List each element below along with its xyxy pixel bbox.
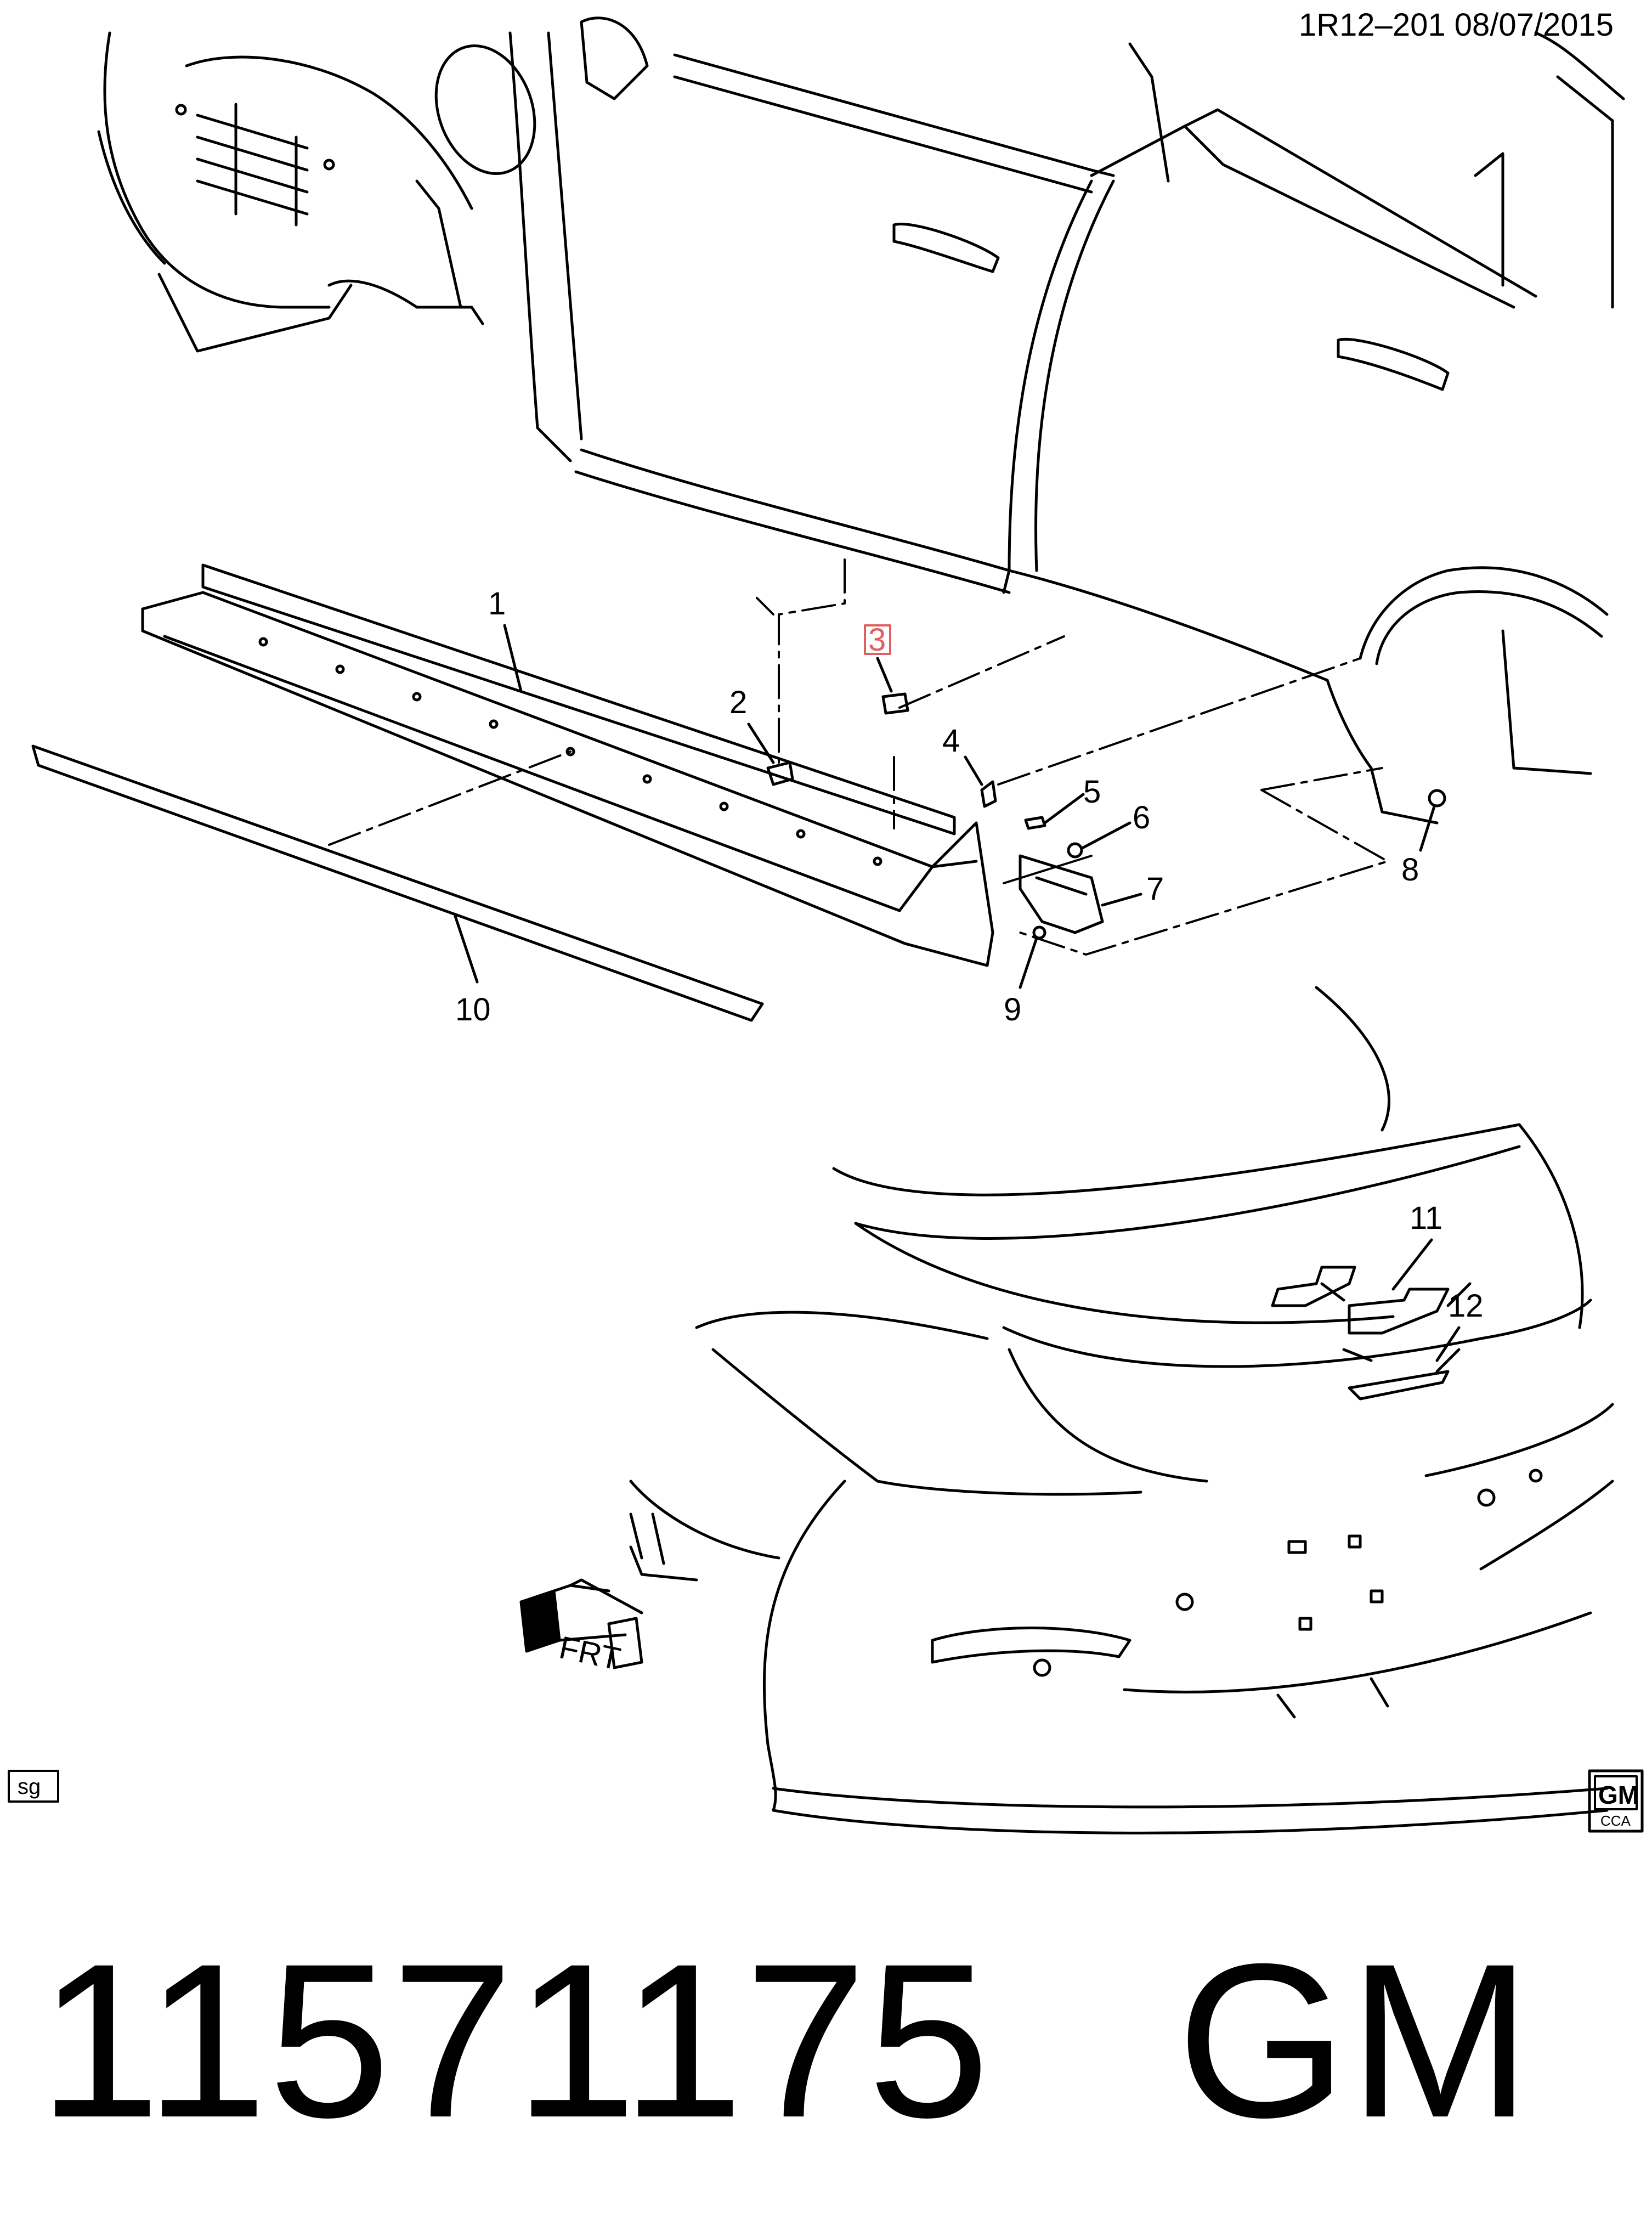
diagram-reference-date: 1R12–201 08/07/2015 (1298, 7, 1614, 43)
fasteners-and-bracket (766, 692, 1446, 940)
side-doors (434, 16, 1625, 682)
callout-7: 7 (1146, 871, 1164, 907)
gm-logo-sub: CCA (1600, 1813, 1631, 1829)
callout-10: 10 (455, 992, 491, 1028)
callout-3-highlight-box (864, 624, 891, 655)
callout-9: 9 (1004, 992, 1021, 1028)
callout-5: 5 (1083, 774, 1101, 810)
vehicle-rear-view (629, 986, 1614, 1834)
callout-8: 8 (1401, 852, 1419, 888)
rocker-panel-molding (141, 563, 994, 967)
gm-logo: GM (1598, 1781, 1639, 1809)
callout-1: 1 (488, 586, 506, 622)
front-direction-arrow (519, 1578, 643, 1669)
callout-12: 12 (1448, 1288, 1484, 1324)
gm-logo-inner (1594, 1775, 1638, 1810)
corner-tag: sg (18, 1775, 41, 1799)
sill-molding-strip (31, 744, 764, 1022)
callout-11: 11 (1410, 1200, 1442, 1236)
rear-wheelhouse (1326, 566, 1609, 825)
leader-lines (328, 558, 1389, 956)
part-number: 11571175 GM (38, 1918, 1533, 2163)
exploded-parts-drawing: FRT 1 2 3 4 5 6 7 8 9 10 11 12 (8, 16, 1644, 1834)
callout-4: 4 (942, 723, 960, 759)
gm-logo-frame (1588, 1769, 1644, 1833)
callouts-layer: 1 2 3 4 5 6 7 8 9 10 11 12 (454, 586, 1484, 1362)
callout-3: 3 (868, 622, 886, 658)
corner-tag-box (8, 1770, 59, 1803)
front-fender-wheelhouse (97, 31, 484, 353)
callout-2: 2 (729, 685, 747, 720)
callout-6: 6 (1133, 800, 1150, 835)
